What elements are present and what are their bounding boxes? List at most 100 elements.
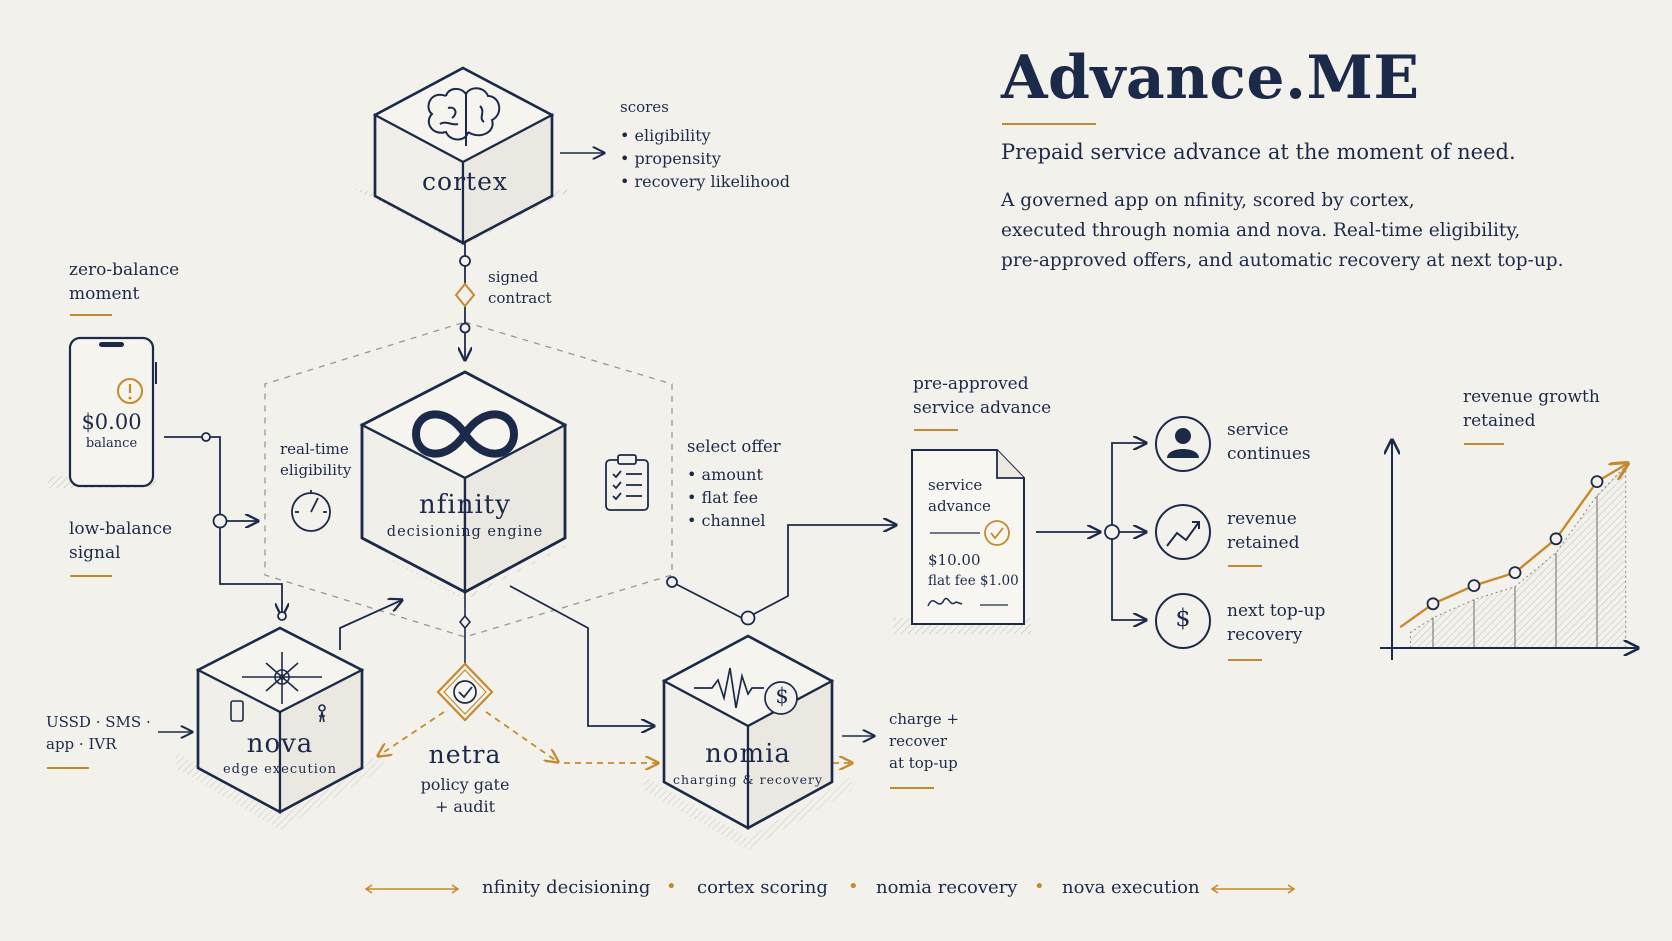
nfinity-zone-frame (264, 321, 673, 638)
scores-item: eligibility (620, 124, 790, 147)
signed-contract-label: signed contract (488, 267, 552, 309)
chart-point (1467, 579, 1481, 592)
realtime-line: real-time (280, 440, 349, 458)
zero-balance-label: zero-balance moment (69, 258, 179, 306)
phone-balance-amount: $0.00 (81, 410, 142, 434)
low-balance-line: signal (69, 543, 121, 563)
phone-balance-caption: balance (85, 436, 138, 451)
zero-balance-underline (70, 314, 112, 316)
charge-line: at top-up (889, 754, 958, 772)
preapproved-line: service advance (913, 398, 1052, 418)
chart-caption: revenue growth retained (1463, 385, 1600, 433)
dollar-glyph: $ (1175, 604, 1191, 632)
stopwatch-icon (291, 490, 331, 532)
clipboard-icon (605, 454, 649, 511)
legend-item: nomia recovery (876, 877, 1018, 898)
preapproved-underline (914, 429, 958, 431)
description-line: executed through nomia and nova. Real-ti… (1001, 220, 1521, 241)
legend-rule-right (1210, 884, 1296, 894)
outcome-line: retained (1227, 533, 1300, 553)
nomia-subtitle: charging & recovery (673, 772, 823, 787)
legend-item: cortex scoring (697, 877, 828, 898)
chart-area (1409, 464, 1627, 649)
outcomes-connector (1036, 443, 1146, 620)
coin-icon (764, 681, 798, 715)
nova-subtitle: edge execution (222, 762, 338, 777)
nova-label: nova (246, 729, 314, 759)
channels-line: app · IVR (46, 735, 117, 753)
charge-recover-label: charge + recover at top-up (889, 708, 959, 774)
compass-icon (242, 652, 322, 704)
nfinity-node[interactable] (336, 370, 592, 600)
scores-item: recovery likelihood (620, 170, 790, 193)
chart-point (1426, 597, 1440, 611)
nomia-label: nomia (705, 739, 791, 769)
realtime-line: eligibility (280, 461, 352, 479)
nfinity-to-nomia-arrow (509, 585, 654, 726)
mobile-icon (230, 700, 244, 722)
low-balance-line: low-balance (69, 519, 173, 539)
brain-icon (427, 87, 501, 146)
signed-contract-connector (454, 243, 476, 360)
antenna-icon (318, 704, 326, 723)
document-fee: flat fee $1.00 (928, 573, 1019, 589)
tagline: Prepaid service advance at the moment of… (1001, 140, 1516, 164)
chart-caption-underline (1464, 443, 1504, 445)
channels-label: USSD · SMS · app · IVR (46, 711, 151, 755)
page-title: Advance.ME (1001, 43, 1420, 113)
netra-gate[interactable] (436, 592, 494, 722)
chart-point (1549, 532, 1563, 546)
description-line: A governed app on nfinity, scored by cor… (1001, 190, 1415, 211)
nomia-node[interactable] (644, 634, 852, 850)
user-icon (1155, 416, 1211, 472)
nfinity-subtitle: decisioning engine (386, 524, 544, 540)
zero-balance-line: moment (69, 284, 140, 304)
infinity-icon (412, 410, 518, 458)
nfinity-label: nfinity (419, 490, 511, 520)
check-circle-icon (984, 520, 1010, 546)
alert-icon (117, 378, 143, 404)
channels-line: USSD · SMS · (46, 713, 151, 731)
chart-point (1508, 566, 1522, 579)
outcome-line: continues (1227, 444, 1311, 464)
outcome-line: revenue (1227, 509, 1297, 529)
document-title-line: service (928, 476, 983, 494)
revenue-chart (1380, 440, 1638, 660)
scores-item: propensity (620, 147, 790, 170)
coin-dollar-glyph: $ (775, 684, 789, 708)
select-offer-item: amount (687, 463, 781, 486)
document-title-line: advance (928, 497, 991, 515)
netra-label: netra (428, 740, 502, 769)
trend-up-icon (1155, 504, 1211, 560)
legend-dot: • (848, 876, 859, 897)
title-underline (1002, 123, 1096, 125)
channels-underline (47, 767, 89, 769)
waveform-icon (694, 667, 764, 709)
chart-caption-line: retained (1463, 411, 1536, 431)
document-amount: $10.00 (928, 551, 981, 569)
outcome-next-topup: next top-up recovery (1227, 599, 1325, 647)
outcome-line: next top-up (1227, 601, 1326, 621)
chart-caption-line: revenue growth (1463, 387, 1600, 407)
cortex-node[interactable] (352, 66, 575, 246)
low-balance-label: low-balance signal (69, 517, 172, 565)
charge-underline (890, 787, 934, 789)
dollar-icon (1155, 593, 1211, 649)
legend-item: nova execution (1062, 877, 1200, 898)
select-offer-item: channel (687, 509, 781, 532)
select-offer-panel: select offer amount flat fee channel (687, 435, 781, 532)
legend-item: nfinity decisioning (482, 877, 651, 898)
signed-contract-line: signed (488, 268, 539, 286)
legend-dot: • (666, 876, 677, 897)
netra-subtitle-line: policy gate (420, 775, 510, 794)
document-title: service advance (928, 475, 991, 517)
preapproved-label: pre-approved service advance (913, 372, 1051, 420)
outcome-line: recovery (1227, 625, 1303, 645)
service-advance-document[interactable] (893, 449, 1031, 634)
description: A governed app on nfinity, scored by cor… (1001, 186, 1641, 276)
select-offer-heading: select offer (687, 437, 781, 456)
cortex-label: cortex (422, 167, 508, 196)
scores-heading: scores (620, 98, 669, 116)
scores-panel: scores eligibility propensity recovery l… (620, 96, 790, 193)
